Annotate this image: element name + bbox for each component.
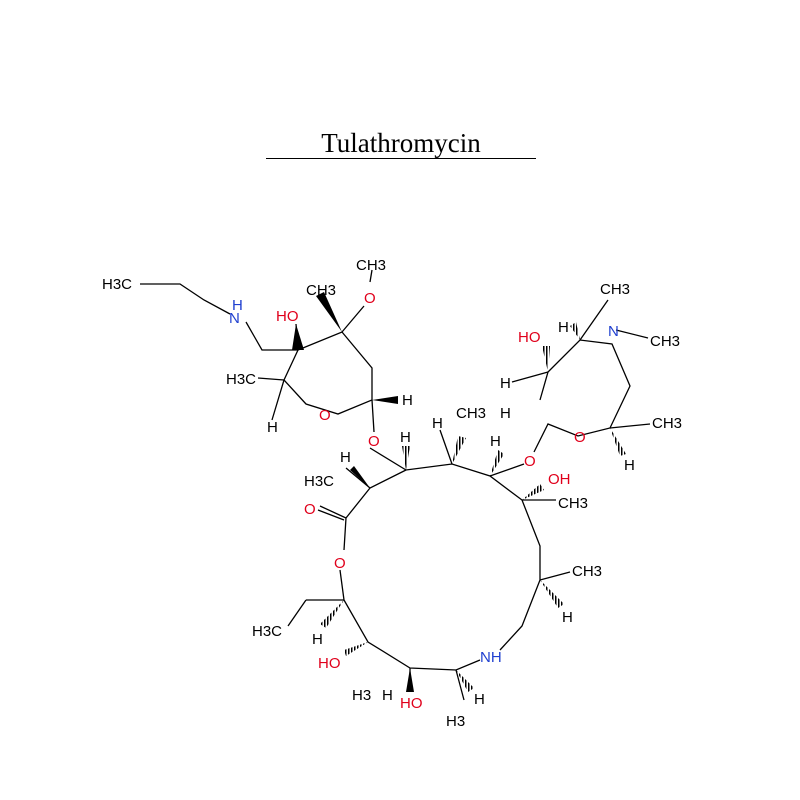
ring-h-c4-label: H <box>432 415 443 432</box>
ring-ho-c12-label: HO <box>318 655 341 672</box>
ring-h-c3-label: H <box>400 429 411 446</box>
cladinose-anomeric-h-label: H <box>402 392 413 409</box>
desosamine-h-c2-label: H <box>500 375 511 392</box>
desosamine-ho-label: HO <box>518 329 541 346</box>
desosamine-n-ch3-top-label: CH3 <box>600 281 630 298</box>
ring-h-c5-label: H <box>490 433 501 450</box>
lactone-carbonyl-o-label: O <box>304 501 316 518</box>
ring-ch3-c8-label: CH3 <box>572 563 602 580</box>
bond-lines <box>140 269 651 701</box>
ring-h3c-c12-label: H3 <box>352 687 371 704</box>
ring-ch3-c10-label: H3 <box>446 713 465 730</box>
glycosidic-o-left-label: O <box>368 433 380 450</box>
cladinose-ho-label: HO <box>276 308 299 325</box>
desosamine-anomeric-h-label: H <box>500 405 511 422</box>
ring-h-c10-label: H <box>474 691 485 708</box>
ring-ch3-c4-label: CH3 <box>456 405 486 422</box>
atom-labels: H3C H N HO CH3 O CH3 H3C H O H O H H H3C… <box>102 257 682 730</box>
amine-n-label: N <box>229 310 240 327</box>
cladinose-ring-o-label: O <box>319 407 331 424</box>
ring-h3c-ethyl-label: H3C <box>252 623 282 640</box>
ring-h3c-c2-label: H3C <box>304 473 334 490</box>
desosamine-h-c5-label: H <box>624 457 635 474</box>
desosamine-ch3-label: CH3 <box>652 415 682 432</box>
methoxy-o-label: O <box>364 290 376 307</box>
ring-h-c8-label: H <box>562 609 573 626</box>
ring-ch3-c6-label: CH3 <box>558 495 588 512</box>
ring-ho-c11-label: HO <box>400 695 423 712</box>
ring-nh-label: NH <box>480 649 502 666</box>
cladinose-methyl-label: CH3 <box>306 282 336 299</box>
cladinose-bottom-h-label: H <box>267 419 278 436</box>
desosamine-n-label: N <box>608 323 619 340</box>
stereo-bonds <box>292 292 626 692</box>
desosamine-ring-o-label: O <box>574 429 586 446</box>
ring-oh-c6-label: OH <box>548 471 571 488</box>
methoxy-ch3-label: CH3 <box>356 257 386 274</box>
desosamine-h-c3-label: H <box>558 319 569 336</box>
cladinose-h3c-label: H3C <box>226 371 256 388</box>
amine-h-label: H <box>232 297 243 314</box>
propyl-h3c-label: H3C <box>102 276 132 293</box>
ring-h-c2-label: H <box>340 449 351 466</box>
page-title: Tulathromycin <box>321 128 481 158</box>
ring-h-c13-label: H <box>312 631 323 648</box>
title-underline <box>266 158 536 159</box>
lactone-ring-o-label: O <box>334 555 346 572</box>
desosamine-n-ch3-right-label: CH3 <box>650 333 680 350</box>
ring-h-c11-label: H <box>382 687 393 704</box>
glycosidic-o-right-label: O <box>524 453 536 470</box>
